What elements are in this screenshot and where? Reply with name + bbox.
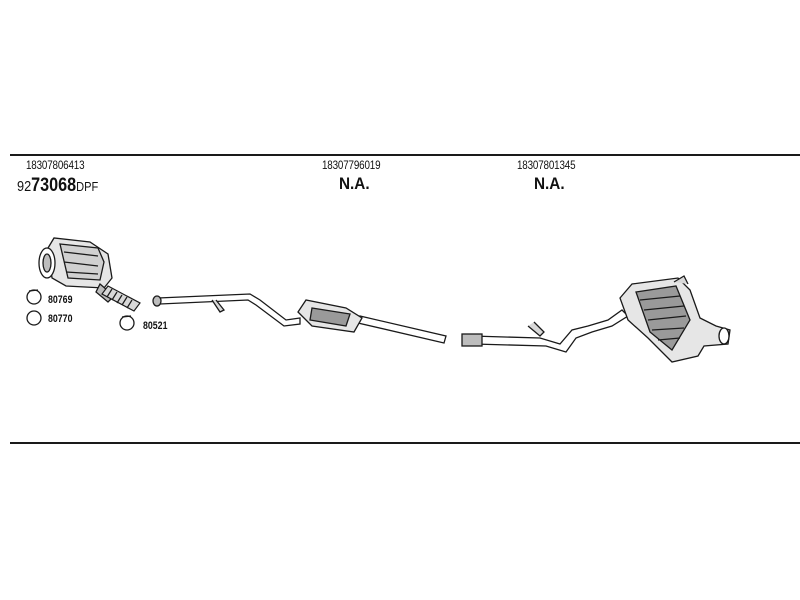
oe-number-rear-muffler: 18307801345 [517, 158, 576, 172]
status-middle-pipe: N.A. [339, 174, 370, 193]
clamp-80769-icon [26, 289, 42, 305]
flex-pipe [101, 285, 141, 312]
clamp-code-80770: 80770 [48, 313, 73, 325]
part-number-main: 73068 [31, 175, 77, 196]
oe-number-dpf: 18307806413 [26, 158, 85, 172]
status-rear-muffler: N.A. [534, 174, 565, 193]
clamp-code-80769: 80769 [48, 294, 73, 306]
top-divider [10, 154, 800, 156]
bottom-divider [10, 442, 800, 444]
rear-muffler [619, 275, 731, 363]
clamp-80770-icon [26, 310, 42, 326]
clamp-code-80521: 80521 [143, 320, 168, 332]
clamp-80521-icon [119, 315, 135, 331]
oe-number-middle-pipe: 18307796019 [322, 158, 381, 172]
part-number-prefix: 92 [17, 178, 32, 195]
rear-pipe [461, 309, 630, 353]
part-number-suffix: DPF [76, 179, 99, 194]
dpf-filter [38, 237, 115, 303]
centre-silencer [297, 299, 363, 333]
middle-pipe [152, 293, 447, 344]
dpf-part-number: 9273068DPF [17, 175, 98, 197]
